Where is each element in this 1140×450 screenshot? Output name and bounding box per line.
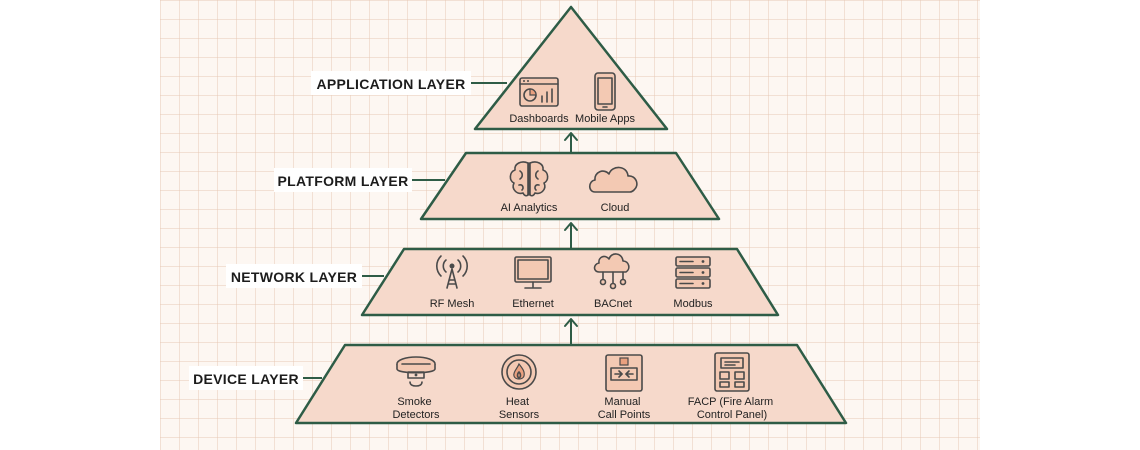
- mobile-phone-icon: [594, 72, 616, 111]
- mobile-apps-label: Mobile Apps: [575, 113, 635, 125]
- smoke-detectors-label-line-1: Smoke: [397, 396, 431, 408]
- platform-layer-label: PLATFORM LAYER: [278, 173, 409, 189]
- heat-sensors-label-line-2: Sensors: [499, 409, 540, 421]
- arrow-device-to-network: [564, 318, 578, 345]
- network-layer-label: NETWORK LAYER: [231, 269, 357, 285]
- modbus-label: Modbus: [673, 298, 713, 310]
- platform-layer-shape: [419, 151, 721, 221]
- cloud-label: Cloud: [601, 202, 630, 214]
- dashboard-icon: [519, 77, 559, 107]
- manual-call-points-label-line-1: Manual: [604, 396, 640, 408]
- device-label-box: [189, 366, 303, 390]
- facp-label-line-2: Control Panel): [697, 409, 767, 421]
- device-layer-label: DEVICE LAYER: [193, 371, 299, 387]
- radio-tower-icon: [436, 255, 468, 289]
- control-panel-icon: [714, 352, 750, 392]
- manual-call-points-label-line-2: Call Points: [598, 409, 651, 421]
- facp-label-line-1: FACP (Fire Alarm: [688, 396, 773, 408]
- brain-icon: [509, 161, 549, 197]
- heat-sensor-icon: [501, 354, 537, 390]
- smoke-detectors-label: Smoke Detectors: [392, 396, 440, 421]
- cloud-network-icon: [593, 253, 630, 290]
- network-label-box: [226, 264, 362, 288]
- monitor-icon: [514, 256, 552, 289]
- bacnet-label: BACnet: [594, 298, 632, 310]
- rf-mesh-label: RF Mesh: [430, 298, 475, 310]
- dashboards-label: Dashboards: [509, 113, 569, 125]
- arrow-network-to-platform: [564, 222, 578, 249]
- smoke-detector-icon: [396, 356, 436, 387]
- manual-call-points-label: Manual Call Points: [598, 396, 651, 421]
- smoke-detectors-label-line-2: Detectors: [392, 409, 440, 421]
- heat-sensors-label: Heat Sensors: [499, 396, 540, 421]
- facp-label: FACP (Fire Alarm Control Panel): [688, 396, 776, 421]
- ethernet-label: Ethernet: [512, 298, 554, 310]
- network-layer-shape: [360, 247, 780, 317]
- platform-label-box: [274, 168, 412, 192]
- arrow-platform-to-application: [564, 132, 578, 153]
- server-rack-icon: [675, 256, 711, 289]
- application-label-box: [311, 71, 471, 95]
- manual-call-point-icon: [605, 354, 643, 392]
- application-layer-shape: [473, 5, 669, 131]
- heat-sensors-label-line-1: Heat: [506, 396, 529, 408]
- application-layer-label: APPLICATION LAYER: [316, 76, 465, 92]
- ai-analytics-label: AI Analytics: [501, 202, 558, 214]
- cloud-icon: [588, 166, 638, 193]
